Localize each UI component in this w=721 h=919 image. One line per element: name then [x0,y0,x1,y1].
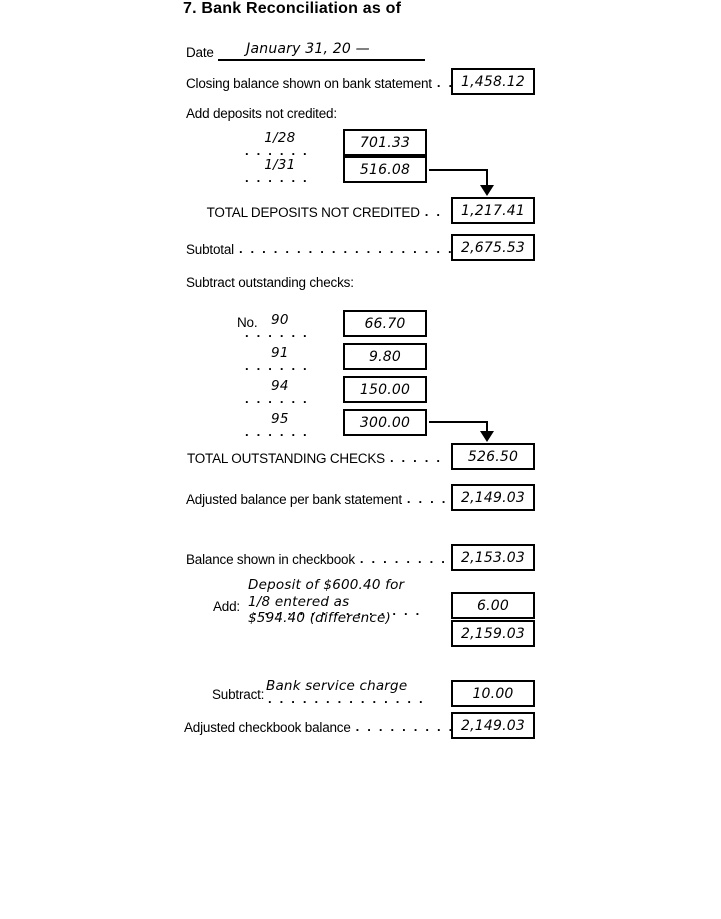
check-number-3: 94 [271,378,289,394]
adjusted-checkbook-value: 2,149.03 [461,717,525,734]
closing-balance-value: 1,458.12 [461,73,525,90]
date-field[interactable]: January 31, 20 — [246,41,370,57]
closing-balance-label: Closing balance shown on bank statement.… [186,75,461,91]
subtract-amount-value: 10.00 [472,685,514,702]
total-checks-value: 526.50 [467,448,519,465]
adjusted-bank-box[interactable]: 2,149.03 [451,484,535,511]
add-note-line-2: 1/8 entered as [248,593,350,610]
add-deposits-heading: Add deposits not credited: [186,106,337,121]
check-no-label: No. [237,315,258,330]
deposit-amount-1: 701.33 [359,134,411,151]
checkbook-subtotal-value: 2,159.03 [461,625,525,642]
page-title: 7. Bank Reconciliation as of [183,0,402,17]
date-underline [218,59,425,61]
check-amount-3: 150.00 [359,381,411,398]
deposit-amount-box-1[interactable]: 701.33 [343,129,427,156]
dot-leader: ......... [355,719,461,734]
dot-leader: .... [406,491,454,506]
dot-leader: ...... [245,358,315,373]
subtract-checks-heading: Subtract outstanding checks: [186,275,354,290]
dot-leader: ............... [253,603,428,618]
deposit-date-line-1[interactable]: ...... 1/28 [245,130,315,161]
add-amount-value: 6.00 [477,597,509,614]
add-note[interactable]: Deposit of $600.40 for 1/8 entered as $5… [248,577,404,627]
dot-leader: ..... [389,450,448,465]
check-amount-box-4[interactable]: 300.00 [343,409,427,436]
total-checks-box[interactable]: 526.50 [451,443,535,470]
check-amount-box-3[interactable]: 150.00 [343,376,427,403]
check-amount-4: 300.00 [359,414,411,431]
subtotal-label: Subtotal................... [186,241,460,257]
dot-leader: .. [424,204,448,219]
add-amount-box[interactable]: 6.00 [451,592,535,619]
dot-leader: ...... [245,391,315,406]
total-deposits-value: 1,217.41 [461,202,525,219]
checkbook-subtotal-box[interactable]: 2,159.03 [451,620,535,647]
check-number-line-2[interactable]: ...... 91 [245,345,315,376]
deposit-date-2: 1/31 [264,157,296,173]
add-note-line-1: Deposit of $600.40 for [248,577,405,593]
total-checks-label: TOTAL OUTSTANDING CHECKS..... [186,450,448,466]
deposit-date-line-2[interactable]: ...... 1/31 [245,157,315,188]
closing-balance-box[interactable]: 1,458.12 [451,68,535,95]
dot-leader: .. [436,75,461,90]
adjusted-bank-label: Adjusted balance per bank statement.... [186,491,454,507]
deposit-date-1: 1/28 [264,130,296,146]
deposit-amount-2: 516.08 [359,161,411,178]
adjusted-checkbook-box[interactable]: 2,149.03 [451,712,535,739]
subtotal-box[interactable]: 2,675.53 [451,234,535,261]
check-number-2: 91 [271,345,289,361]
check-number-line-4[interactable]: ...... 95 [245,411,315,442]
subtract-note[interactable]: Bank service charge [266,678,408,694]
dot-leader: ...... [245,325,315,340]
check-number-line-1[interactable]: ...... 90 [245,312,315,343]
add-note-line-3: $594.40 (difference) [248,610,391,626]
dot-leader: ...... [245,424,315,439]
subtotal-value: 2,675.53 [461,239,525,256]
subtract-amount-box[interactable]: 10.00 [451,680,535,707]
total-deposits-box[interactable]: 1,217.41 [451,197,535,224]
check-number-1: 90 [271,312,289,328]
dot-leader: ...... [245,143,315,158]
checkbook-balance-value: 2,153.03 [461,549,525,566]
dot-leader: ...... [245,170,315,185]
subtract-label: Subtract: [212,687,265,702]
add-label: Add: [213,599,240,614]
dot-leader: ................... [238,241,460,256]
check-amount-box-1[interactable]: 66.70 [343,310,427,337]
date-label: Date [186,45,214,60]
check-number-line-3[interactable]: ...... 94 [245,378,315,409]
check-amount-box-2[interactable]: 9.80 [343,343,427,370]
check-amount-1: 66.70 [364,315,406,332]
deposit-amount-box-2[interactable]: 516.08 [343,156,427,183]
dot-leader: .............. [268,691,431,706]
check-number-4: 95 [271,411,289,427]
total-deposits-label: TOTAL DEPOSITS NOT CREDITED.. [206,204,448,220]
checkbook-balance-label: Balance shown in checkbook......... [186,551,465,567]
adjusted-bank-value: 2,149.03 [461,489,525,506]
adjusted-checkbook-label: Adjusted checkbook balance......... [184,719,461,735]
check-amount-2: 9.80 [369,348,401,365]
checkbook-balance-box[interactable]: 2,153.03 [451,544,535,571]
dot-leader: ......... [359,551,465,566]
